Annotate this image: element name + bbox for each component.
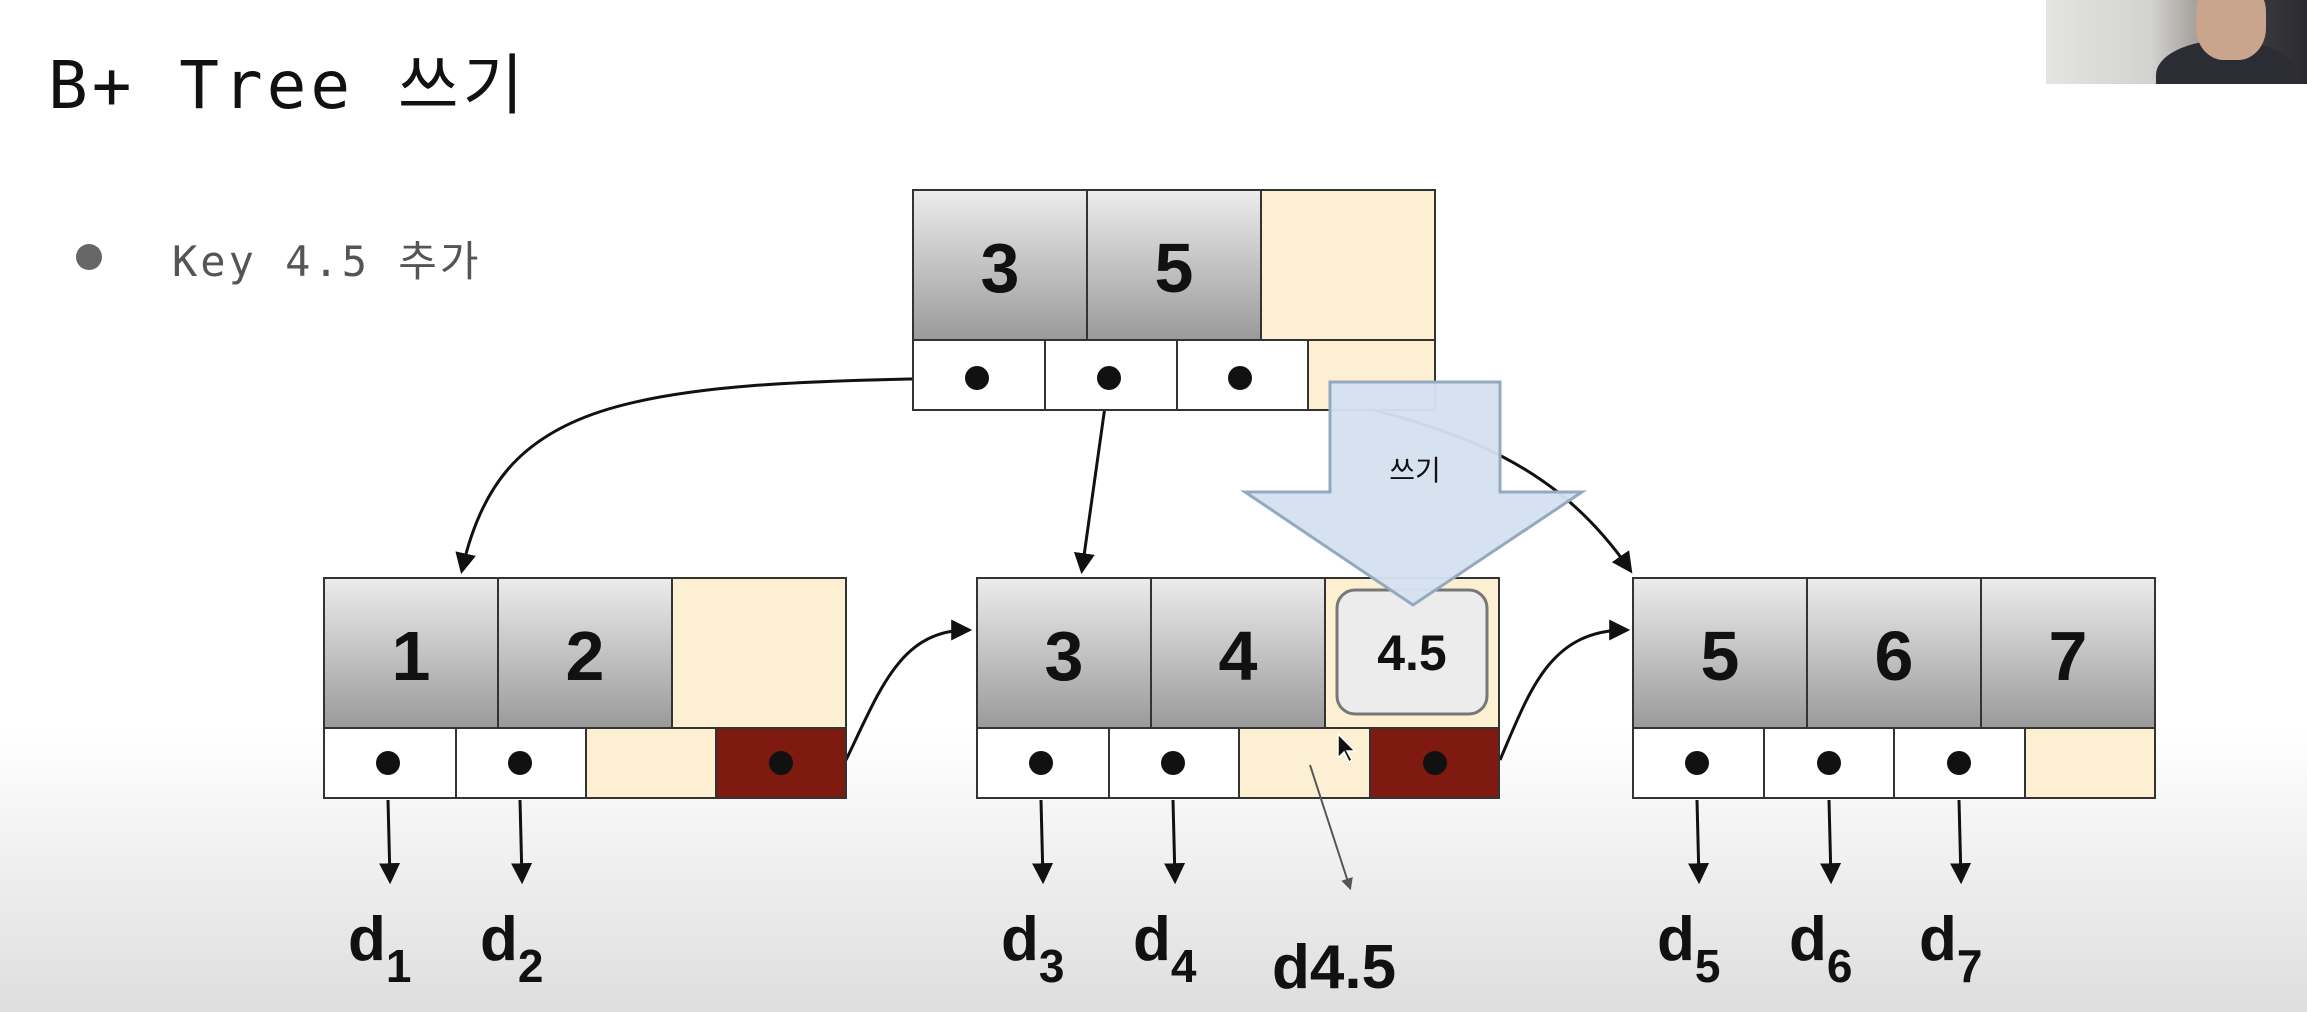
root-pointer-0-line (455, 376, 978, 575)
leaf-1-pointer-dot-1 (1161, 751, 1185, 775)
root-key-cell-1 (1086, 189, 1262, 341)
leaf-0-data-arrow-0 (379, 799, 401, 885)
leaf-1-key-cell-0 (976, 577, 1152, 729)
leaf-2-key-1: 6 (1875, 617, 1914, 695)
data-label-d1: d1 (348, 905, 411, 992)
leaf-0-pointer-dot-1 (508, 751, 532, 775)
leaf-1-pointer-cell-1 (1108, 727, 1240, 799)
root-pointer-dot-2 (1228, 366, 1252, 390)
data-label-d3: d3 (1001, 905, 1064, 992)
data-label-d4-5: d4.5 (1272, 933, 1396, 1002)
leaf-1-data-arrow-2 (1309, 764, 1353, 891)
leaf-0-pointer-cell-2 (585, 727, 717, 799)
data-label-d2: d2 (480, 905, 543, 992)
bullet-dot (76, 244, 102, 270)
leaf-2-pointer-dot-0 (1685, 751, 1709, 775)
leaf-2-pointer-dot-2 (1947, 751, 1971, 775)
leaf-0-pointer-dot-0 (376, 751, 400, 775)
leaf-2-key-cell-2 (1980, 577, 2156, 729)
leaf-0-data-arrow-1 (511, 799, 533, 885)
leaf-node-0: 1 2 (323, 577, 847, 799)
mouse-cursor-icon (1337, 732, 1357, 764)
leaf-1-key-1: 4 (1219, 617, 1258, 695)
leaf-2-pointer-cell-3 (2024, 727, 2156, 799)
leaf-1-data-arrow-1 (1164, 799, 1186, 885)
leaf-0-key-cell-0 (323, 577, 499, 729)
leaf-2-key-0: 5 (1701, 617, 1740, 695)
insert-arrow: 쓰기 (1240, 380, 1587, 607)
leaf-0-key-cell-2 (671, 577, 847, 729)
leaf-2-key-2: 7 (2049, 617, 2088, 695)
root-key-cell-2 (1260, 189, 1436, 341)
leaf-1-key-2: 4.5 (1377, 625, 1447, 681)
insert-arrow-shape (1240, 380, 1587, 607)
leaf-2-pointer-dot-1 (1817, 751, 1841, 775)
leaf-2-data-arrow-2 (1950, 799, 1972, 885)
root-pointer-dot-1 (1097, 366, 1121, 390)
data-label-d4: d4 (1133, 905, 1197, 992)
leaf-node-1: 3 4 4.5 (976, 577, 1500, 799)
slide-title: B+ Tree 쓰기 (48, 47, 528, 124)
leaf-0-key-1: 2 (566, 617, 605, 695)
data-label-d5: d5 (1657, 905, 1720, 992)
leaf-1-next-line (1498, 619, 1631, 761)
leaf-1-pointer-dot-0 (1029, 751, 1053, 775)
data-pointer-arrows (379, 799, 1972, 885)
data-labels: d1 d2 d3 d4 d4.5 d5 d6 d7 (348, 905, 1982, 1002)
leaf-0-next-line (844, 619, 973, 761)
data-label-d6: d6 (1789, 905, 1852, 992)
leaf-2-data-arrow-0 (1688, 799, 1710, 885)
leaf-1-next-pointer-dot (1423, 751, 1447, 775)
data-label-d7: d7 (1919, 905, 1982, 992)
leaf-0-next-pointer-dot (769, 751, 793, 775)
root-node: 3 5 (912, 189, 1436, 411)
insert-arrow-label: 쓰기 (1389, 454, 1441, 487)
webcam-person-head (2196, 0, 2266, 60)
leaf-2-key-cell-1 (1806, 577, 1982, 729)
leaf-0-key-cell-1 (497, 577, 673, 729)
leaf-1-data-arrow-0 (1032, 799, 1054, 885)
leaf-1-key-0: 3 (1045, 617, 1084, 695)
leaf-1-key-cell-1 (1150, 577, 1326, 729)
root-key-cell-0 (912, 189, 1088, 341)
root-key-1: 5 (1155, 229, 1194, 307)
leaf-node-2: 5 6 7 (1632, 577, 2156, 799)
webcam-overlay (2046, 0, 2307, 84)
root-pointer-dot-0 (965, 366, 989, 390)
bullet-text: Key 4.5 추가 (172, 237, 482, 286)
leaf-1-pointer-cell-2 (1238, 727, 1371, 799)
root-key-0: 3 (981, 229, 1020, 307)
leaf-2-data-arrow-1 (1820, 799, 1842, 885)
leaf-0-key-0: 1 (392, 617, 431, 695)
